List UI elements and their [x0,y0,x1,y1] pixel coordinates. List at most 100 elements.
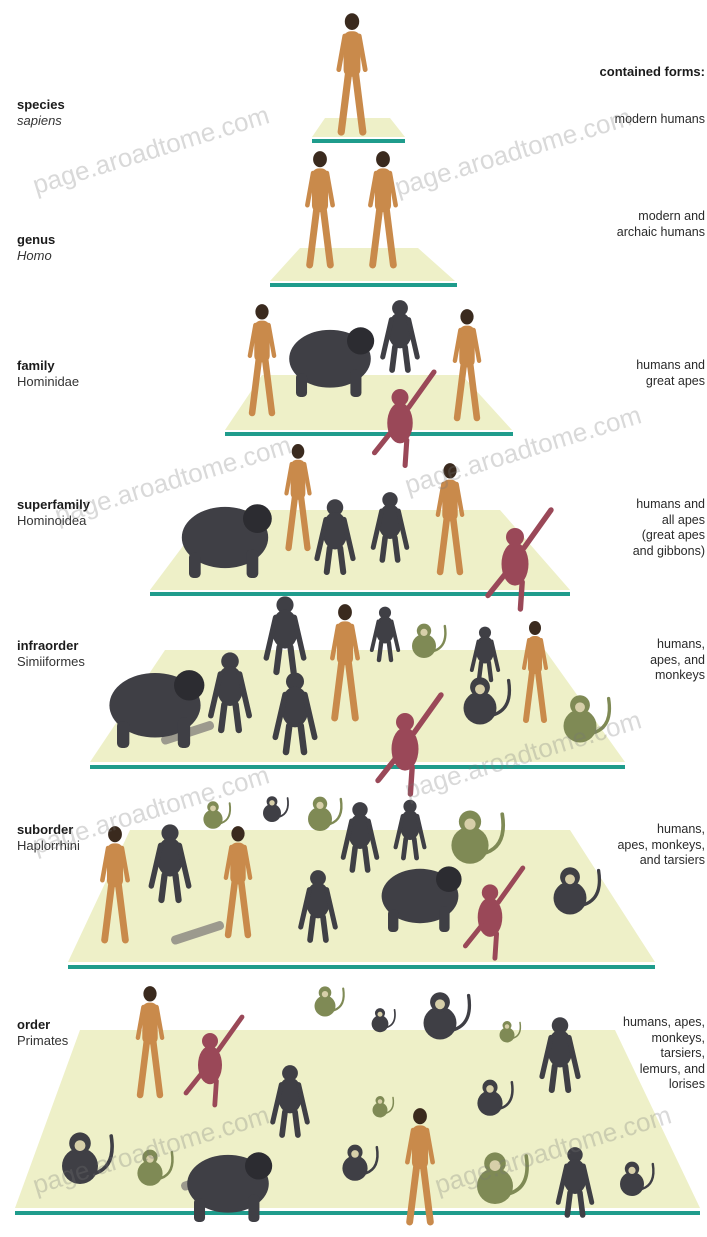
gibbon-leg [495,934,497,959]
contained-forms-genus: modern and archaic humans [545,209,705,240]
ape-leg [405,347,408,370]
rank-taxon: Homo [17,248,55,264]
ape-leg [327,548,330,572]
tier-figures-genus [307,151,395,265]
monkey-figure [263,796,288,822]
gibbon-leg [520,582,522,609]
monkey-figure [308,797,341,831]
ape-leg [221,704,224,730]
monkey-figure [315,986,344,1016]
human-figure [370,151,395,265]
human-head [376,151,390,167]
ape-leg [414,839,416,858]
gorilla-limb [439,906,449,932]
monkey-face [464,819,475,830]
monkey-tail [454,996,469,1030]
monkey-tail [330,799,341,824]
rank-label-order: order Primates [17,1017,68,1049]
rank-taxon: Simiiformes [17,654,85,670]
human-head [529,621,541,635]
gibbon-leg [215,1081,217,1105]
ape-leg [365,848,368,870]
contained-forms-superfamily: humans and all apes (great apes and gibb… [545,497,705,559]
monkey-face [378,1099,383,1104]
contained-forms-order: humans, apes, monkeys, tarsiers, lemurs,… [545,1015,705,1093]
monkey-face [269,800,274,805]
human-head [413,1108,427,1124]
ape-leg [295,1112,298,1135]
human-head [108,826,122,842]
monkey-face [486,1085,494,1093]
ape-leg [276,647,279,672]
gorilla-limb [296,373,307,397]
ape-leg [395,538,398,560]
human-head [292,444,305,459]
human-head [255,304,268,319]
human-head [313,151,327,167]
gorilla-head [347,327,374,354]
ape-leg [382,538,385,560]
monkey-face [435,999,445,1009]
gorilla-head [243,504,272,533]
ape-leg [340,548,343,572]
ape-leg [489,662,491,680]
platform-ledge [90,765,625,769]
gorilla-figure [182,504,272,578]
gibbon-leg [410,767,412,794]
rank-label-family: family Hominidae [17,358,79,390]
monkey-face [351,1150,359,1158]
rank-label-infraorder: infraorder Simiiformes [17,638,85,670]
ape-leg [161,875,164,900]
gorilla-head [174,670,204,700]
monkey-face [505,1024,510,1029]
human-head [338,604,352,620]
monkey-face [75,1140,86,1151]
ape-figure [383,300,418,370]
rank-level: suborder [17,822,80,838]
contained-forms-family: humans and great apes [545,358,705,389]
rank-taxon: Primates [17,1033,68,1049]
monkey-tail [387,1010,395,1027]
ape-leg [236,704,239,730]
human-head [143,986,156,1001]
ape-leg [392,347,395,370]
monkey-face [322,991,328,997]
rank-level: species [17,97,65,113]
contained-forms-suborder: humans, apes, monkeys, and tarsiers [545,822,705,869]
monkey-face [628,1167,635,1174]
monkey-face [490,1160,501,1171]
rank-level: genus [17,232,55,248]
ape-leg [290,647,293,672]
ape-leg [403,839,405,858]
monkey-face [316,802,323,809]
monkey-face [565,874,575,884]
ape-leg [580,1193,583,1215]
monkey-face [377,1012,382,1017]
gorilla-limb [189,553,201,578]
gorilla-head [436,866,462,892]
ape-leg [567,1193,570,1215]
rank-label-species: species sapiens [17,97,65,129]
gorilla-limb [350,370,361,397]
monkey-face [146,1155,154,1163]
ape-leg [301,726,304,752]
tier-platform-genus [270,248,457,287]
monkey-tail [334,989,344,1011]
human-head [460,309,473,324]
gibbon-leg [405,440,407,466]
rank-taxon: Hominidae [17,374,79,390]
platform-ledge [68,965,655,969]
human-head [443,463,456,478]
monkey-face [210,805,216,811]
gorilla-head [245,1152,272,1179]
gorilla-limb [247,549,259,578]
tier-figures-species [339,13,365,132]
human-head [345,13,359,30]
platform-ledge [150,592,570,596]
human-figure [307,151,332,265]
monkey-tail [434,626,445,651]
gorilla-limb [117,721,129,748]
ape-leg [286,726,289,752]
ape-leg [310,917,313,940]
